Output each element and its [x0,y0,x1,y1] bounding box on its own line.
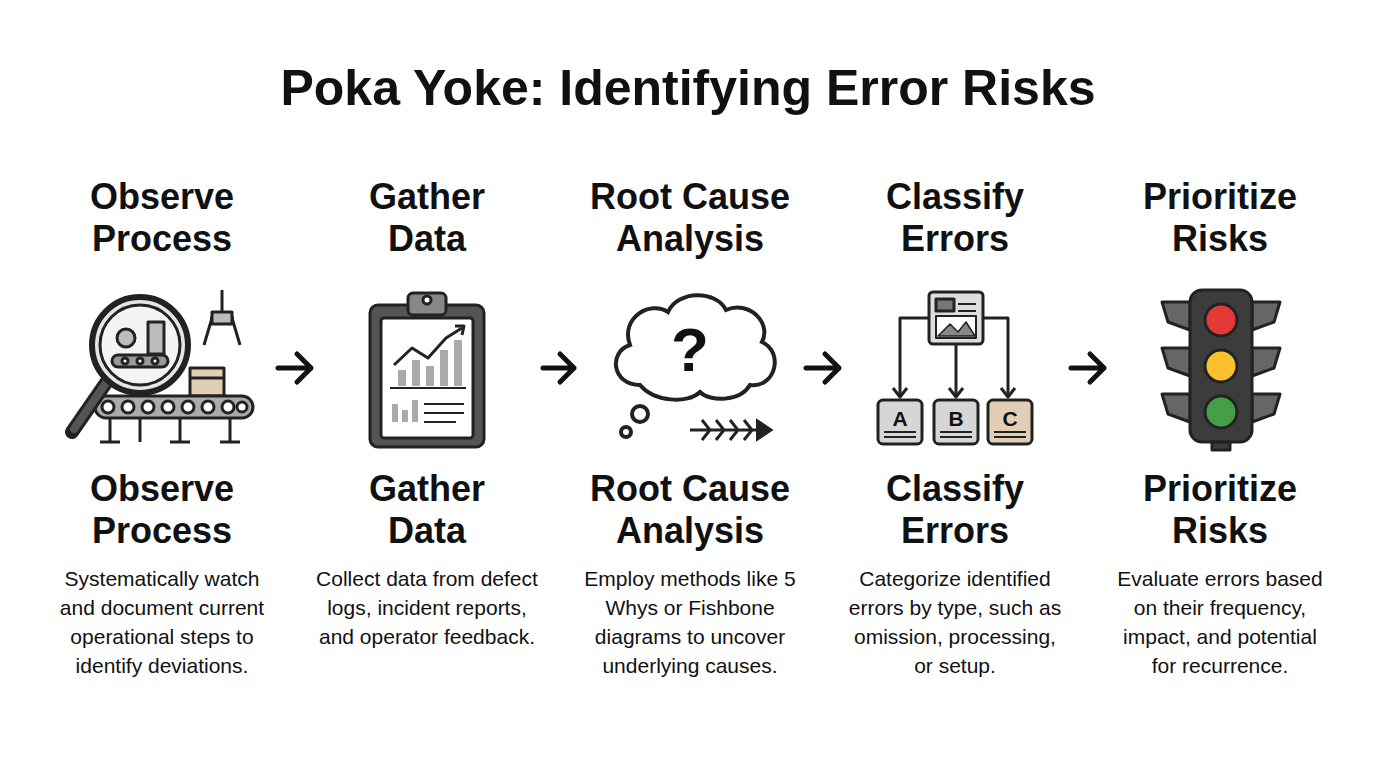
flow-arrow [543,354,574,382]
step-description: Collect data from defect logs, incident … [315,564,539,651]
flow-arrow [278,354,311,382]
step-heading: Classify Errors [843,468,1067,552]
step-heading-top: Classify Errors [843,176,1067,260]
step-heading: Prioritize Risks [1108,468,1332,552]
step-heading-top: Gather Data [342,176,512,260]
step-column: Observe ProcessObserve ProcessSystematic… [50,176,274,680]
step-heading-top: Prioritize Risks [1108,176,1332,260]
diagram-title: Poka Yoke: Identifying Error Risks [0,58,1376,118]
icon-space [50,260,274,468]
icon-glyph: A [892,406,907,431]
flow-arrow [806,354,839,382]
step-column: Prioritize RisksPrioritize RisksEvaluate… [1108,176,1332,680]
observe-icon [72,290,253,442]
classify-icon [878,292,1032,444]
step-description: Evaluate errors based on their frequency… [1108,564,1332,680]
icon-glyph: ? [671,317,709,383]
step-column: Root Cause AnalysisRoot Cause AnalysisEm… [578,176,802,680]
cloud-icon [616,295,775,440]
icon-glyph: C [1002,406,1017,431]
step-heading: Root Cause Analysis [578,468,802,552]
traffic-light-icon [1162,290,1280,450]
icon-glyph: B [948,406,963,431]
step-description: Systematically watch and document curren… [50,564,274,680]
clipboard-icon [370,293,484,447]
step-heading: Observe Process [50,468,274,552]
icon-space [1108,260,1332,468]
icon-space [315,260,539,468]
step-heading-top: Root Cause Analysis [578,176,802,260]
flow-arrow [1071,354,1104,382]
step-description: Employ methods like 5 Whys or Fishbone d… [578,564,802,680]
step-column: Gather DataGather DataCollect data from … [315,176,539,651]
step-heading: Gather Data [342,468,512,552]
step-heading-top: Observe Process [50,176,274,260]
step-description: Categorize identified errors by type, su… [843,564,1067,680]
icon-space [843,260,1067,468]
